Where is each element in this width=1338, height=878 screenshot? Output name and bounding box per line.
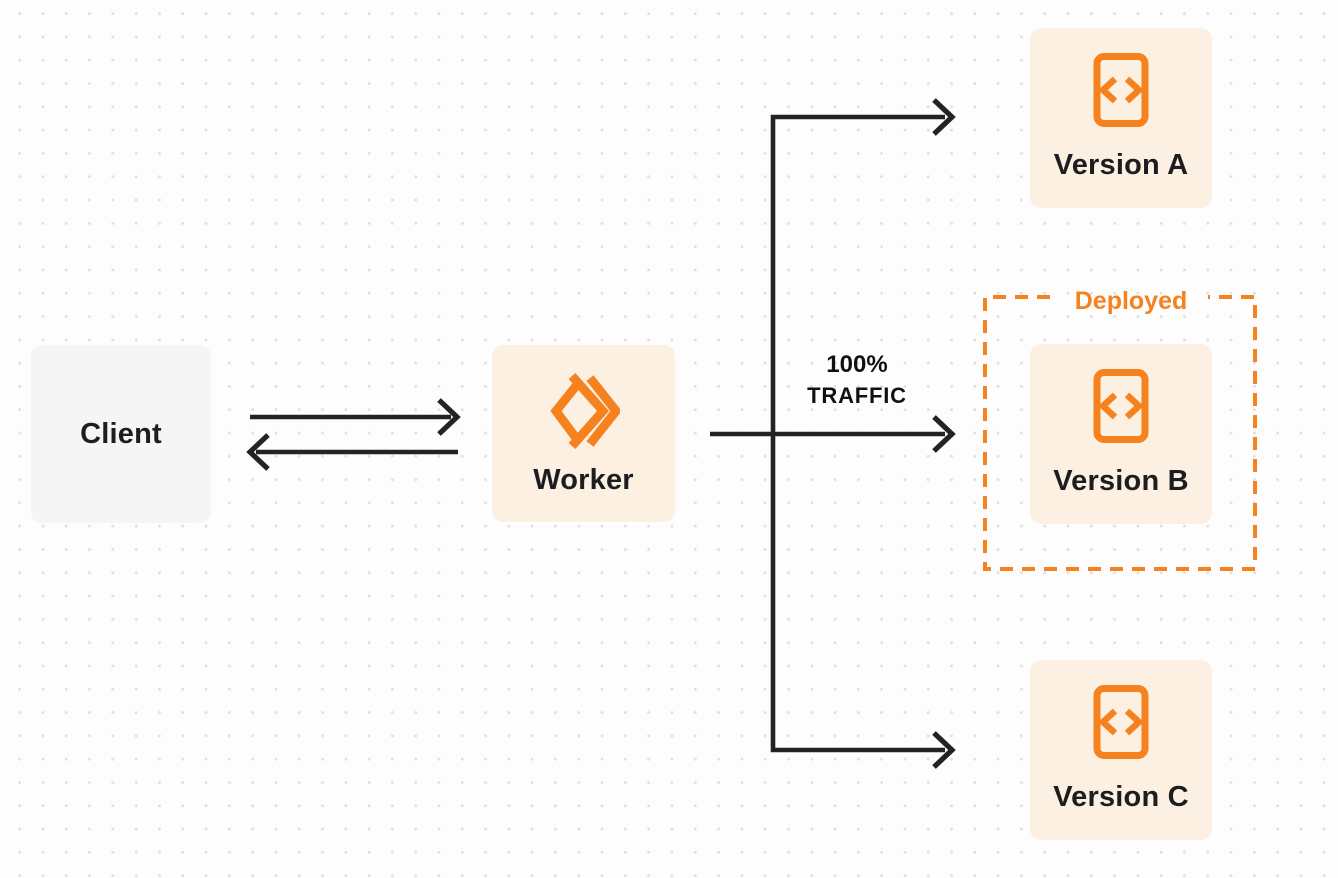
response-arrowhead-icon bbox=[246, 433, 270, 471]
traffic-word-text: TRAFFIC bbox=[807, 383, 907, 408]
version-b-node: Version B bbox=[1030, 344, 1212, 524]
branch-middle-arrowhead-icon bbox=[932, 415, 956, 453]
client-node: Client bbox=[31, 345, 211, 523]
code-file-icon bbox=[1093, 685, 1149, 759]
deployed-group-label: Deployed bbox=[1074, 287, 1188, 315]
code-file-icon bbox=[1093, 53, 1149, 127]
traffic-label: 100% TRAFFIC bbox=[777, 350, 937, 412]
worker-node: Worker bbox=[492, 345, 675, 522]
traffic-percent-text: 100% bbox=[826, 351, 888, 378]
branch-top-arrowhead-icon bbox=[932, 98, 956, 136]
branch-bottom-arrowhead-icon bbox=[932, 731, 956, 769]
version-c-node: Version C bbox=[1030, 660, 1212, 840]
version-a-node: Version A bbox=[1030, 28, 1212, 208]
code-file-icon bbox=[1093, 369, 1149, 443]
client-label: Client bbox=[80, 417, 162, 450]
worker-label: Worker bbox=[533, 464, 634, 496]
version-b-label: Version B bbox=[1053, 465, 1189, 497]
traffic-split-line bbox=[770, 114, 945, 753]
request-arrowhead-icon bbox=[437, 398, 461, 436]
workers-logo-icon bbox=[549, 373, 620, 449]
version-c-label: Version C bbox=[1053, 781, 1189, 813]
version-a-label: Version A bbox=[1053, 149, 1189, 181]
